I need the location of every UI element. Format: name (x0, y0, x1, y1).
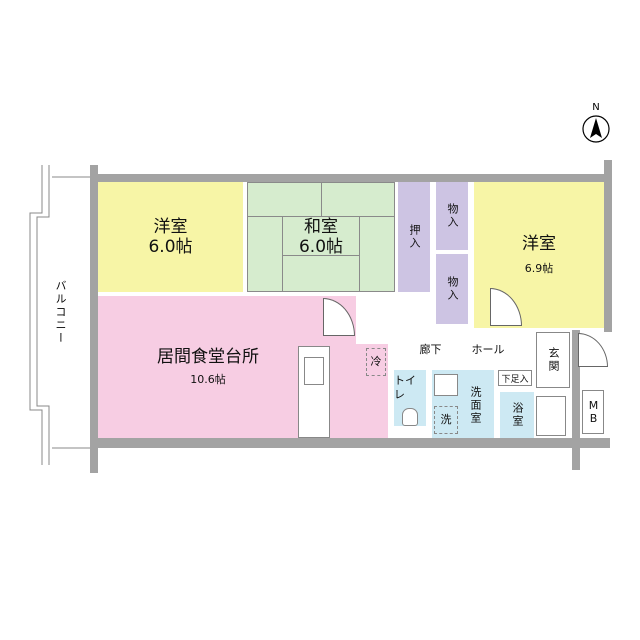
bathtub (536, 396, 566, 436)
hall-label: ホール (471, 343, 505, 356)
wall-right-lower (572, 330, 580, 470)
room-name: 浴室 (511, 402, 524, 428)
meter-box: MB (582, 390, 604, 434)
living-dining-kitchen: 居間食堂台所 10.6帖 冷 (98, 296, 388, 438)
balcony-label: バルコニー (54, 280, 67, 345)
room-name: トイレ (394, 374, 416, 401)
door[interactable] (490, 288, 522, 326)
mb-label: MB (587, 399, 600, 425)
door[interactable] (323, 298, 355, 336)
room-name: 洋室 (153, 217, 188, 237)
entrance: 玄関 (536, 332, 570, 388)
entrance-door[interactable] (578, 333, 608, 367)
storage-closet-1: 物入 (436, 182, 468, 250)
room-name: 物入 (446, 203, 459, 229)
wall-left (90, 165, 98, 473)
hallway-cutout (356, 296, 388, 344)
wall-top (90, 174, 610, 182)
wall-right (604, 160, 612, 332)
compass-icon (582, 115, 610, 143)
western-room-1: 洋室 6.0帖 (98, 182, 243, 292)
room-name: 洗面室 (469, 386, 482, 425)
bathroom: 浴室 (500, 392, 534, 438)
shoe-storage: 下足入 (498, 370, 532, 386)
balcony: バルコニー (28, 165, 90, 465)
toilet-bowl-icon (402, 408, 418, 426)
wash-basin (434, 374, 458, 396)
room-name: 物入 (446, 276, 459, 302)
room-name: 玄関 (547, 347, 560, 373)
toilet: トイレ (394, 370, 426, 426)
western-room-2: 洋室 6.9帖 (474, 182, 604, 328)
kitchen-counter (298, 346, 330, 438)
washroom: 洗 洗面室 (432, 370, 494, 438)
corridor-label: 廊下 (419, 343, 442, 356)
room-name: 和室 (304, 217, 338, 237)
balcony-outline (29, 165, 90, 465)
room-size: 6.0帖 (148, 237, 193, 257)
north-arrow: N (581, 102, 611, 146)
wall-bottom (90, 438, 610, 448)
room-name: 居間食堂台所 (157, 347, 259, 367)
corridor: 廊下 ホール (392, 332, 532, 368)
shoe-storage-label: 下足入 (501, 374, 529, 385)
sink (304, 357, 324, 385)
north-label: N (592, 102, 600, 113)
room-name: 洋室 (522, 234, 556, 254)
washer-space: 洗 (434, 406, 458, 434)
room-size: 6.9帖 (524, 262, 554, 275)
washer-label: 洗 (440, 413, 452, 426)
refrigerator-label: 冷 (370, 355, 382, 368)
japanese-room: 和室 6.0帖 (247, 182, 395, 292)
room-name: 押入 (408, 224, 421, 250)
oshiire-closet: 押入 (398, 182, 430, 292)
room-size: 6.0帖 (298, 237, 344, 257)
room-size: 10.6帖 (190, 373, 226, 386)
storage-closet-2: 物入 (436, 254, 468, 324)
refrigerator-space: 冷 (366, 348, 386, 376)
